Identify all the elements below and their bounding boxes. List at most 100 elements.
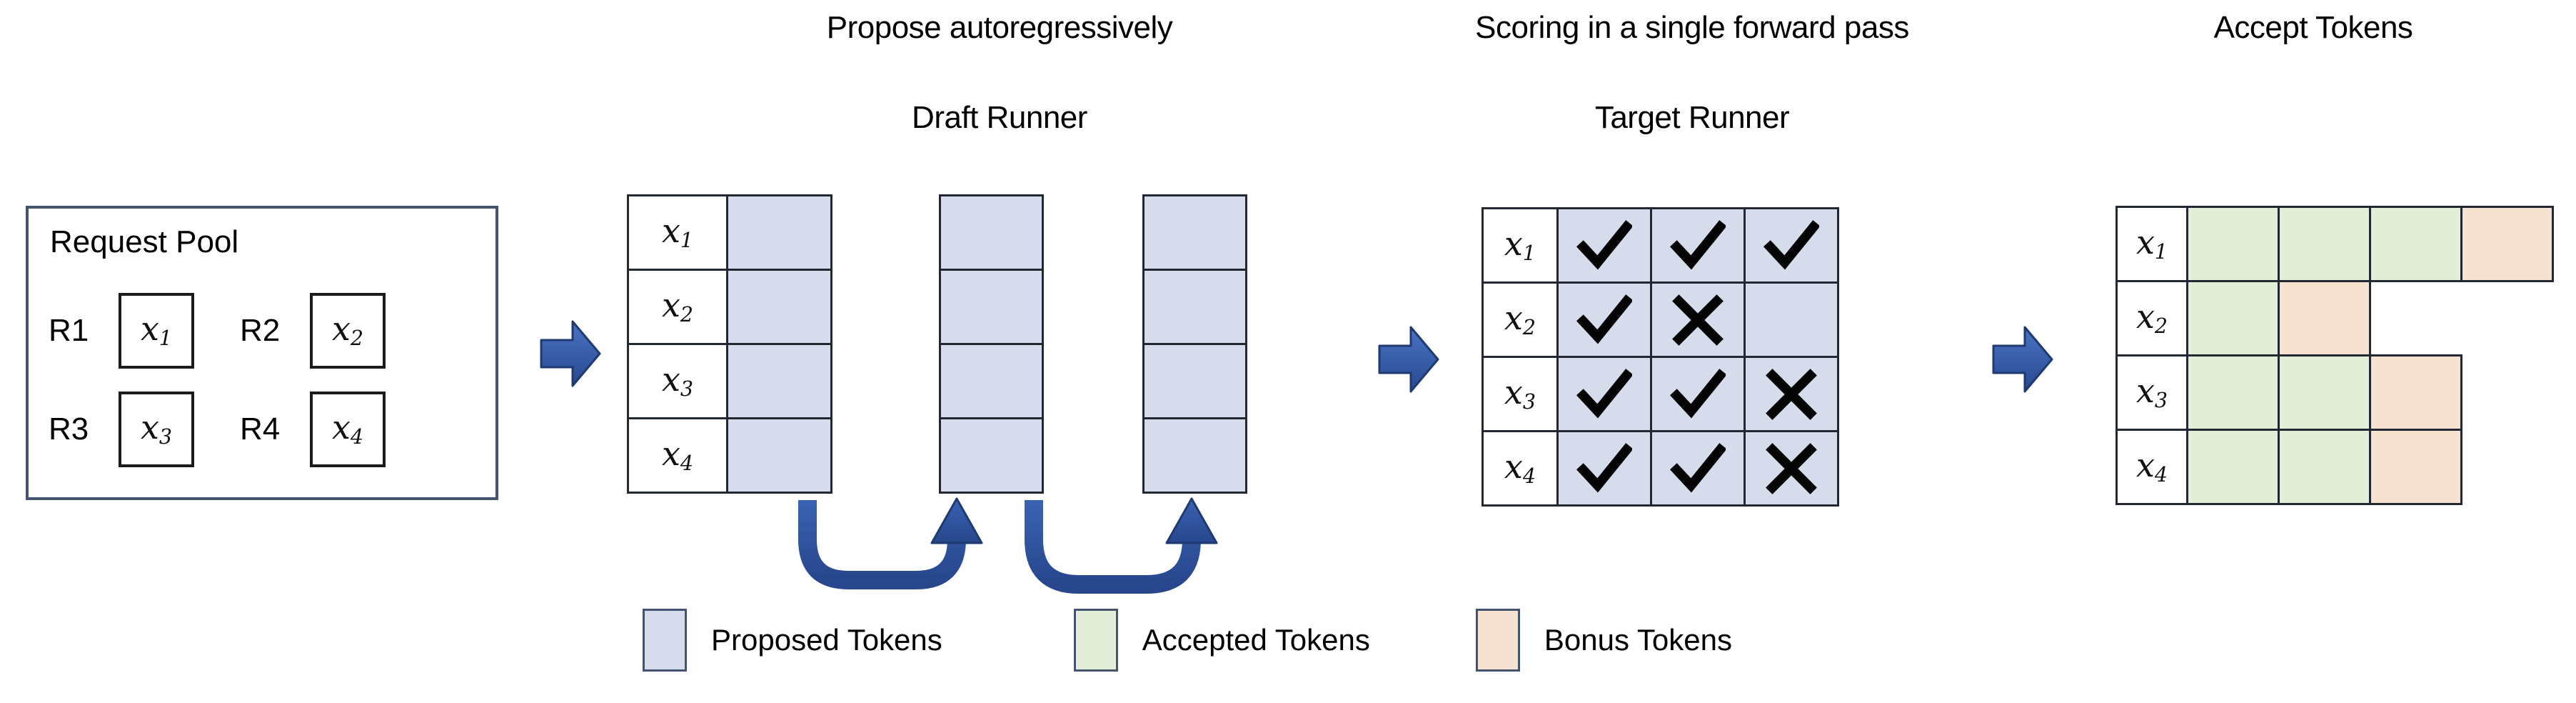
- request-label-r3: R3: [49, 412, 89, 447]
- draft-runner-label-column: x1 x2 x3 x4: [627, 194, 728, 494]
- request-pool-row-bottom: R3 x3 R4 x4: [49, 392, 386, 467]
- flow-arrow-target-to-accept: [1992, 320, 2053, 399]
- accept-row-x3: x3: [2115, 354, 2554, 431]
- target-row-label-x4: x4: [1481, 430, 1559, 507]
- check-icon: [1670, 441, 1726, 497]
- accept-row-label-x4: x4: [2115, 429, 2188, 505]
- draft-cell-s3-r1: [1142, 194, 1247, 271]
- target-cell-r4c1: [1556, 430, 1652, 507]
- draft-proposal-column-step-1: [726, 194, 832, 494]
- header-target-runner: Target Runner: [1594, 100, 1790, 135]
- request-token-r4: x4: [310, 392, 386, 467]
- draft-cell-s2-r3: [939, 343, 1044, 419]
- draft-cell-s1-r2: [726, 269, 832, 345]
- header-draft-runner: Draft Runner: [912, 100, 1087, 135]
- legend-label-accepted: Accepted Tokens: [1142, 623, 1370, 657]
- accept-cell-r3c3: [2369, 354, 2462, 431]
- accept-row-label-x1: x1: [2115, 206, 2188, 282]
- token-x2: x2: [331, 309, 364, 351]
- token-x4: x4: [331, 408, 364, 449]
- legend-label-bonus: Bonus Tokens: [1544, 623, 1732, 657]
- header-scoring-single-forward-pass: Scoring in a single forward pass: [1475, 10, 1909, 45]
- accept-cell-r2c2: [2278, 280, 2371, 357]
- request-label-r4: R4: [240, 412, 281, 447]
- feedback-arrow-1: [798, 497, 983, 589]
- accept-cell-r1c4: [2460, 206, 2554, 282]
- legend-swatch-accepted: [1073, 609, 1118, 672]
- token-x3: x3: [140, 408, 173, 449]
- check-icon: [1576, 367, 1632, 422]
- target-cell-r1c2: [1650, 207, 1746, 284]
- legend-label-proposed: Proposed Tokens: [711, 623, 942, 657]
- accept-cell-r4c3: [2369, 429, 2462, 505]
- flow-arrow-pool-to-draft: [540, 314, 601, 393]
- accept-row-label-x2: x2: [2115, 280, 2188, 357]
- draft-cell-s1-r1: [726, 194, 832, 271]
- feedback-arrow-2: [1025, 497, 1218, 594]
- target-cell-r3c2: [1650, 356, 1746, 432]
- target-cell-r4c2: [1650, 430, 1746, 507]
- legend: Proposed Tokens Accepted Tokens Bonus To…: [643, 609, 1732, 672]
- target-row-label-x1: x1: [1481, 207, 1559, 284]
- cross-icon: [1764, 441, 1819, 497]
- flow-arrow-draft-to-target: [1378, 320, 1439, 399]
- target-cell-r2c2: [1650, 281, 1746, 358]
- check-icon: [1576, 218, 1632, 274]
- cross-icon: [1670, 292, 1726, 348]
- accept-cell-r2c1: [2186, 280, 2280, 357]
- draft-row-label-x1: x1: [627, 194, 728, 271]
- target-cell-r3c3: [1744, 356, 1839, 432]
- draft-proposal-column-step-3: [1142, 194, 1247, 494]
- request-label-r1: R1: [49, 313, 89, 348]
- draft-cell-s2-r1: [939, 194, 1044, 271]
- legend-item-bonus: Bonus Tokens: [1475, 609, 1732, 672]
- request-label-r2: R2: [240, 313, 281, 348]
- token-x1: x1: [140, 309, 173, 351]
- request-token-r3: x3: [119, 392, 194, 467]
- target-runner-grid: x1 x2 x3 x4: [1481, 207, 1839, 507]
- target-row-x1: x1: [1481, 207, 1839, 284]
- draft-cell-s1-r3: [726, 343, 832, 419]
- draft-row-label-x3: x3: [627, 343, 728, 419]
- draft-cell-s3-r2: [1142, 269, 1247, 345]
- accept-row-x4: x4: [2115, 429, 2554, 505]
- check-icon: [1670, 367, 1726, 422]
- accept-cell-r4c2: [2278, 429, 2371, 505]
- accept-cell-r3c1: [2186, 354, 2280, 431]
- draft-cell-s2-r4: [939, 417, 1044, 494]
- draft-cell-s3-r3: [1142, 343, 1247, 419]
- draft-cell-s2-r2: [939, 269, 1044, 345]
- request-token-r1: x1: [119, 293, 194, 369]
- legend-swatch-bonus: [1475, 609, 1520, 672]
- request-pool-panel: Request Pool R1 x1 R2 x2 R3 x3 R4 x4: [26, 206, 498, 500]
- target-cell-r2c3: [1744, 281, 1839, 358]
- accept-tokens-grid: x1 x2 x3 x4: [2115, 206, 2554, 505]
- accept-cell-r3c2: [2278, 354, 2371, 431]
- header-accept-tokens: Accept Tokens: [2213, 10, 2413, 45]
- cross-icon: [1764, 367, 1819, 422]
- target-row-x2: x2: [1481, 281, 1839, 358]
- accept-cell-r1c3: [2369, 206, 2462, 282]
- request-token-r2: x2: [310, 293, 386, 369]
- target-cell-r1c3: [1744, 207, 1839, 284]
- accept-row-label-x3: x3: [2115, 354, 2188, 431]
- check-icon: [1670, 218, 1726, 274]
- accept-row-x1: x1: [2115, 206, 2554, 282]
- check-icon: [1764, 218, 1819, 274]
- header-propose-autoregressively: Propose autoregressively: [826, 10, 1173, 45]
- draft-row-label-x4: x4: [627, 417, 728, 494]
- target-row-x3: x3: [1481, 356, 1839, 432]
- draft-proposal-column-step-2: [939, 194, 1044, 494]
- accept-cell-r1c1: [2186, 206, 2280, 282]
- legend-item-proposed: Proposed Tokens: [643, 609, 942, 672]
- accept-cell-r1c2: [2278, 206, 2371, 282]
- draft-row-label-x2: x2: [627, 269, 728, 345]
- draft-cell-s1-r4: [726, 417, 832, 494]
- request-pool-title: Request Pool: [50, 224, 239, 259]
- legend-item-accepted: Accepted Tokens: [1073, 609, 1370, 672]
- accept-cell-r4c1: [2186, 429, 2280, 505]
- target-cell-r4c3: [1744, 430, 1839, 507]
- request-pool-row-top: R1 x1 R2 x2: [49, 293, 386, 369]
- check-icon: [1576, 292, 1632, 348]
- target-row-label-x2: x2: [1481, 281, 1559, 358]
